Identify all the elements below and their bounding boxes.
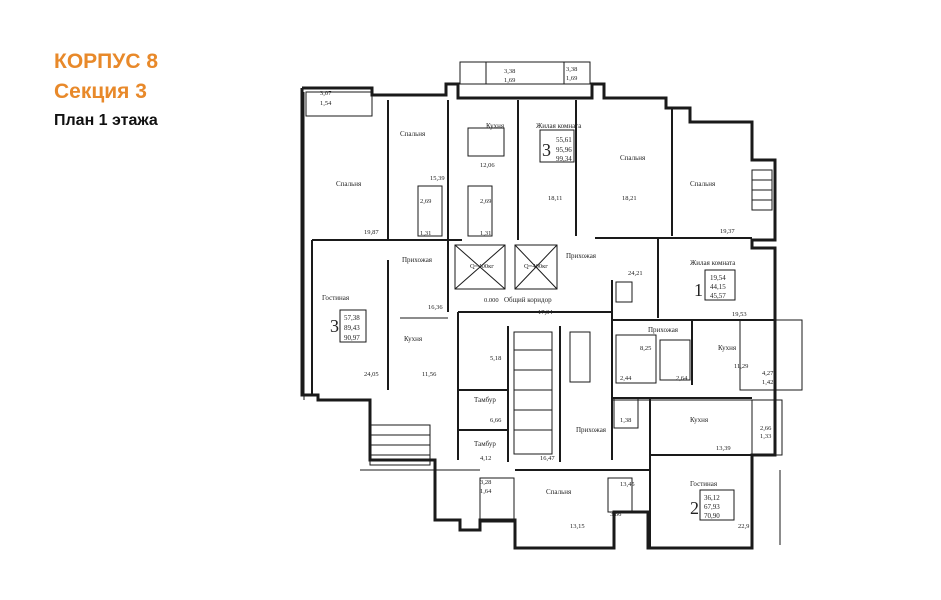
area-label: 6,66 xyxy=(490,417,502,424)
room-label: Спальня xyxy=(546,488,572,496)
area-label: 3,38 xyxy=(504,68,515,75)
area-label: 3,66 xyxy=(610,511,622,518)
room-label: Тамбур xyxy=(474,396,496,404)
area-label: 11,29 xyxy=(734,363,748,370)
area-label: 13,15 xyxy=(570,523,585,530)
area-label: 5,18 xyxy=(490,355,501,362)
room-label: Кухня xyxy=(690,416,709,424)
room-label: Кухня xyxy=(404,335,423,343)
apartment-area: 99,34 xyxy=(556,155,572,163)
area-label: 1,38 xyxy=(620,417,631,424)
room-label: Спальня xyxy=(620,154,646,162)
area-label: 19,87 xyxy=(364,229,379,236)
area-label: 1,64 xyxy=(480,488,492,495)
area-label: 3,07 xyxy=(320,90,332,97)
apartment-area: 89,43 xyxy=(344,324,360,332)
plan-walls xyxy=(300,61,803,550)
apartment-area: 95,96 xyxy=(556,146,572,154)
apartment-area: 36,12 xyxy=(704,494,720,502)
area-label: 13,39 xyxy=(716,445,731,452)
area-label: 0.000 xyxy=(484,297,499,304)
apartment-number: 3 xyxy=(542,140,551,160)
area-label: 3,28 xyxy=(480,479,491,486)
building-title: КОРПУС 8 xyxy=(54,50,158,73)
lift-label: Q=400кг xyxy=(524,263,548,270)
area-label: 4,27 xyxy=(762,370,774,377)
area-label: 4,12 xyxy=(480,455,491,462)
area-label: 2,69 xyxy=(420,198,431,205)
area-label: 3,38 xyxy=(566,66,577,73)
room-label: Общий коридор xyxy=(504,296,552,304)
area-label: 13,45 xyxy=(620,481,635,488)
room-label: Жилая комната xyxy=(690,259,736,267)
area-label: 12,06 xyxy=(480,162,495,169)
area-label: 24,21 xyxy=(628,270,643,277)
area-label: 1,69 xyxy=(504,77,515,84)
area-labels: 3,07 1,54 3,38 1,69 3,38 1,69 15,39 19,8… xyxy=(320,66,774,530)
room-label: Гостиная xyxy=(690,480,718,488)
area-label: 1,69 xyxy=(566,75,577,82)
room-label: Спальня xyxy=(690,180,716,188)
area-label: 2,64 xyxy=(676,375,688,382)
apartment-area: 19,54 xyxy=(710,274,726,282)
area-label: 2,44 xyxy=(620,375,632,382)
area-label: 1,33 xyxy=(760,433,771,440)
apartment-number: 1 xyxy=(694,280,703,300)
room-label: Спальня xyxy=(400,130,426,138)
area-label: 1,54 xyxy=(320,100,332,107)
area-label: 1,42 xyxy=(762,379,773,386)
area-label: 19,37 xyxy=(720,228,735,235)
room-label: Тамбур xyxy=(474,440,496,448)
area-label: 19,53 xyxy=(732,311,747,318)
area-label: 2,69 xyxy=(480,198,491,205)
apartment-area: 70,90 xyxy=(704,512,720,520)
room-label: Прихожая xyxy=(402,256,433,264)
apartment-number: 2 xyxy=(690,498,699,518)
area-label: 22,9 xyxy=(738,523,749,530)
apartment-area: 90,97 xyxy=(344,334,360,342)
room-label: Прихожая xyxy=(648,326,679,334)
area-label: 2,66 xyxy=(760,425,772,432)
area-label: 11,56 xyxy=(422,371,437,378)
area-label: 17,34 xyxy=(538,309,553,316)
area-label: 16,47 xyxy=(540,455,555,462)
area-label: 16,36 xyxy=(428,304,443,311)
apartment-area: 55,61 xyxy=(556,136,572,144)
area-label: 1,31 xyxy=(420,230,431,237)
apartment-area: 57,38 xyxy=(344,314,360,322)
lift-label: Q=400кг xyxy=(470,263,494,270)
apartment-area: 67,93 xyxy=(704,503,720,511)
area-label: 18,11 xyxy=(548,195,562,202)
area-label: 24,05 xyxy=(364,371,379,378)
room-label: Кухня xyxy=(486,122,505,130)
room-label: Жилая комната xyxy=(536,122,582,130)
apartment-number: 3 xyxy=(330,316,339,336)
apartment-badges: 3 55,61 95,96 99,34 3 57,38 89,43 90,97 … xyxy=(330,136,726,520)
room-label: Прихожая xyxy=(566,252,597,260)
area-label: 18,21 xyxy=(622,195,637,202)
room-labels: Спальня Спальня Кухня Жилая комната Спал… xyxy=(322,122,737,496)
room-label: Прихожая xyxy=(576,426,607,434)
plan-title: План 1 этажа xyxy=(54,112,158,129)
area-label: 15,39 xyxy=(430,175,445,182)
room-label: Гостиная xyxy=(322,294,350,302)
area-label: 8,25 xyxy=(640,345,651,352)
apartment-area: 45,57 xyxy=(710,292,726,300)
area-label: 1,31 xyxy=(480,230,491,237)
section-title: Секция 3 xyxy=(54,80,147,103)
apartment-area: 44,15 xyxy=(710,283,726,291)
room-label: Спальня xyxy=(336,180,362,188)
room-label: Кухня xyxy=(718,344,737,352)
